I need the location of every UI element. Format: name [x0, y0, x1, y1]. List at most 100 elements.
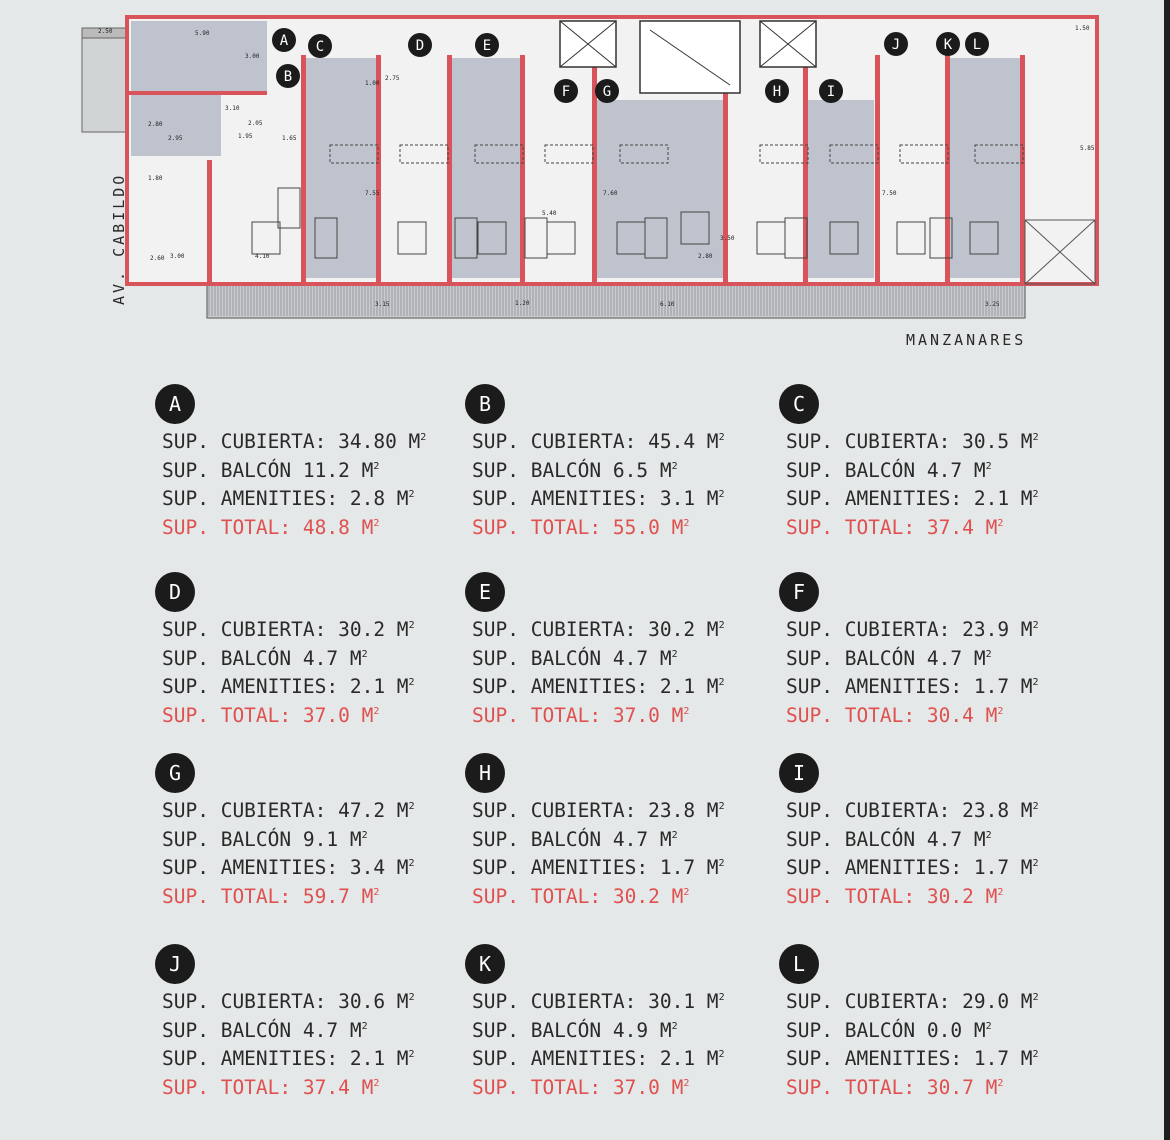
kitchen-counter: [474, 144, 524, 164]
dimension-label: 3.25: [985, 301, 1000, 308]
sup-balcon-value: 4.7 M: [926, 827, 986, 851]
plan-marker-d: [408, 33, 432, 57]
sup-balcon-label: SUP. BALCÓN: [162, 646, 303, 670]
bed: [829, 221, 859, 255]
sup-cubierta-line: SUP. CUBIERTA: 30.6 M2: [162, 988, 415, 1017]
sup-total-line: SUP. TOTAL: 48.8 M2: [162, 514, 426, 543]
sup-balcon-label: SUP. BALCÓN: [472, 646, 613, 670]
sup-balcon-value: 9.1 M: [302, 827, 362, 851]
plan-marker-label: G: [603, 84, 611, 100]
kitchen-counter: [399, 144, 449, 164]
plan-marker-k: [936, 32, 960, 56]
unit-wall: [520, 55, 525, 284]
kitchen-counter: [759, 144, 809, 164]
dimension-label: 2.50: [98, 28, 113, 35]
sup-balcon-line: SUP. BALCÓN 4.7 M2: [786, 457, 1039, 486]
sup-total-line: SUP. TOTAL: 30.2 M2: [786, 883, 1039, 912]
sup-total-value: 48.8 M: [302, 515, 374, 539]
plan-marker-label: A: [280, 33, 289, 49]
sup-amenities-label: SUP. AMENITIES:: [472, 675, 660, 698]
plan-marker-label: D: [416, 38, 424, 54]
sup-cubierta-value: 30.5 M: [962, 430, 1033, 453]
unit-wall: [803, 55, 808, 284]
sup-cubierta-value: 47.2 M: [338, 799, 409, 822]
sup-balcon-line: SUP. BALCÓN 4.7 M2: [786, 645, 1039, 674]
sup-total-value: 59.7 M: [302, 884, 374, 908]
plan-marker-label: H: [773, 84, 781, 100]
sup-cubierta-label: SUP. CUBIERTA:: [786, 799, 963, 822]
dimension-label: 1.00: [365, 80, 380, 87]
unit-exponent: 2: [373, 1077, 380, 1089]
plan-marker-i: [819, 79, 843, 103]
unit-exponent: 2: [1032, 858, 1039, 869]
dimension-label: 4.10: [255, 253, 270, 260]
unit-exponent: 2: [1032, 1049, 1039, 1060]
unit-exponent: 2: [718, 432, 725, 443]
dimension-label: 3.00: [245, 53, 260, 60]
unit-exponent: 2: [408, 489, 415, 500]
unit-exponent: 2: [683, 1077, 690, 1089]
sup-total-label: SUP. TOTAL:: [786, 884, 927, 908]
dimension-label: 5.40: [542, 210, 557, 217]
sup-cubierta-line: SUP. CUBIERTA: 29.0 M2: [786, 988, 1039, 1017]
sup-total-label: SUP. TOTAL:: [162, 515, 303, 539]
sup-total-label: SUP. TOTAL:: [786, 1075, 927, 1099]
sup-cubierta-label: SUP. CUBIERTA:: [472, 430, 649, 453]
bed: [251, 221, 281, 255]
unit-wall: [447, 55, 452, 284]
plan-marker-a: [272, 28, 296, 52]
unit-exponent: 2: [985, 1020, 992, 1032]
sup-total-value: 37.0 M: [302, 703, 374, 727]
unit-exponent: 2: [718, 677, 725, 688]
unit-exponent: 2: [985, 829, 992, 841]
dimension-label: 3.50: [720, 235, 735, 242]
unit-badge: J: [155, 944, 195, 984]
unit-exponent: 2: [683, 886, 690, 898]
unit-wall: [592, 55, 597, 284]
unit-exponent: 2: [408, 1049, 415, 1060]
sup-amenities-label: SUP. AMENITIES:: [786, 856, 974, 879]
dimension-label: 2.05: [248, 120, 263, 127]
plan-marker-label: B: [284, 69, 292, 85]
sup-balcon-label: SUP. BALCÓN: [162, 458, 303, 482]
unit-exponent: 2: [718, 1049, 725, 1060]
plan-marker-label: J: [892, 37, 900, 53]
sup-total-label: SUP. TOTAL:: [162, 703, 303, 727]
unit-badge: K: [465, 944, 505, 984]
sup-total-value: 37.0 M: [612, 703, 684, 727]
sup-total-line: SUP. TOTAL: 30.4 M2: [786, 702, 1039, 731]
sup-amenities-line: SUP. AMENITIES: 1.7 M2: [786, 673, 1039, 702]
sup-amenities-line: SUP. AMENITIES: 3.1 M2: [472, 485, 725, 514]
unit-exponent: 2: [1032, 620, 1039, 631]
unit-badge: I: [779, 753, 819, 793]
unit-exponent: 2: [1032, 432, 1039, 443]
sup-balcon-label: SUP. BALCÓN: [472, 827, 613, 851]
sup-total-line: SUP. TOTAL: 37.0 M2: [162, 702, 415, 731]
sup-amenities-value: 1.7 M: [973, 1047, 1033, 1070]
unit-exponent: 2: [718, 620, 725, 631]
unit-exponent: 2: [373, 886, 380, 898]
unit-exponent: 2: [671, 460, 678, 472]
sup-cubierta-line: SUP. CUBIERTA: 30.1 M2: [472, 988, 725, 1017]
sup-amenities-label: SUP. AMENITIES:: [472, 1047, 660, 1070]
unit-exponent: 2: [671, 829, 678, 841]
sup-cubierta-label: SUP. CUBIERTA:: [786, 990, 963, 1013]
sup-total-label: SUP. TOTAL:: [472, 515, 613, 539]
unit-wall: [723, 55, 728, 284]
sup-total-value: 30.2 M: [926, 884, 998, 908]
sup-cubierta-line: SUP. CUBIERTA: 23.8 M2: [472, 797, 725, 826]
sup-total-value: 37.4 M: [926, 515, 998, 539]
unit-exponent: 2: [718, 858, 725, 869]
sup-total-line: SUP. TOTAL: 55.0 M2: [472, 514, 725, 543]
sup-amenities-label: SUP. AMENITIES:: [162, 856, 350, 879]
sup-total-label: SUP. TOTAL:: [472, 703, 613, 727]
sup-cubierta-label: SUP. CUBIERTA:: [472, 799, 649, 822]
dimension-label: 3.15: [375, 301, 390, 308]
sup-amenities-value: 1.7 M: [973, 856, 1033, 879]
